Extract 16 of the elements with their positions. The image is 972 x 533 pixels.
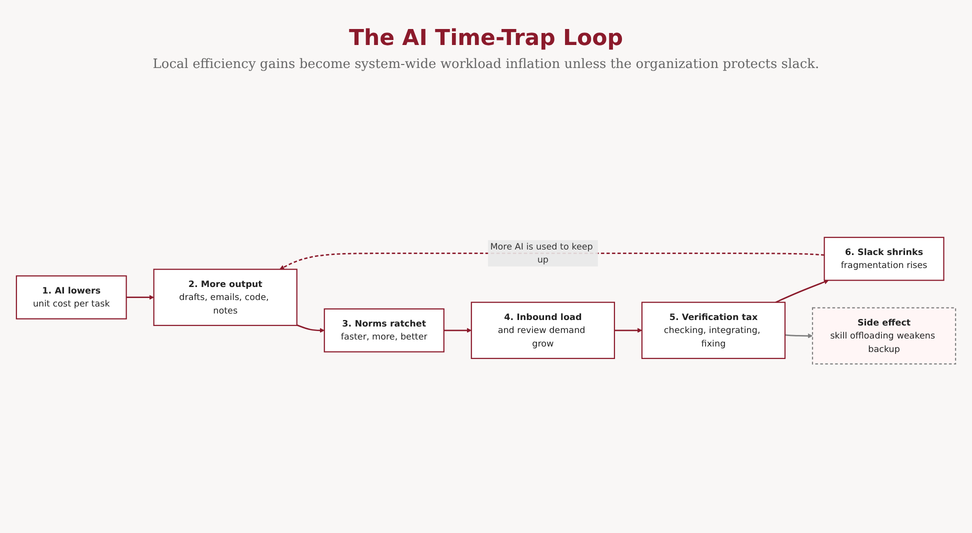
subtitle-text: Local efficiency gains become system-wide workload inflation unless the organization protects slack.: [152, 57, 820, 72]
node-box: 4. Inbound load and review demand grow: [470, 302, 615, 359]
node-box: 3. Norms ratchet faster, more, better: [324, 308, 444, 352]
node-box: 2. More output drafts, emails, code, notes: [153, 268, 298, 326]
node-box: 5. Verification tax checking, integrating, fixing: [641, 302, 786, 359]
arrow: [296, 324, 325, 333]
arrow: [614, 328, 642, 333]
arrow: [784, 333, 813, 338]
arrow: [126, 294, 154, 300]
arrow: [775, 279, 829, 303]
arrow: [444, 328, 472, 333]
edge-label: More AI is used to keep up: [490, 241, 593, 265]
diagram-title: The AI Time-Trap Loop: [348, 26, 624, 51]
node-box: Side effect skill offloading weakens backup: [812, 307, 956, 364]
node-box: 1. AI lowers unit cost per task: [16, 275, 127, 320]
node-box: 6. Slack shrinks fragmentation rises: [824, 236, 944, 281]
